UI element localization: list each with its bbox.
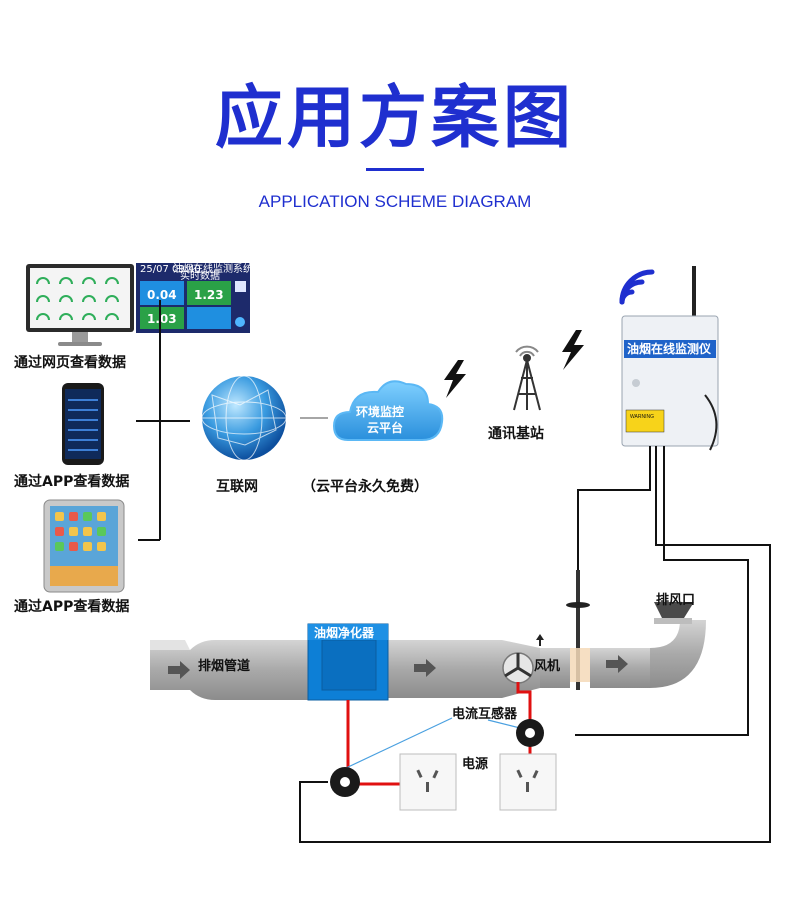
ct-label: 电流互感器 bbox=[452, 706, 518, 722]
power-socket-left bbox=[399, 753, 457, 811]
signal-lightning-icon-2 bbox=[562, 330, 584, 370]
current-transformer-left bbox=[330, 767, 360, 797]
power-label: 电源 bbox=[462, 756, 488, 772]
duct-label: 排烟管道 bbox=[198, 658, 250, 674]
cloud-note: （云平台永久免费） bbox=[302, 478, 428, 495]
base-station-label: 通讯基站 bbox=[488, 425, 544, 442]
screen-gear-icon bbox=[235, 317, 245, 327]
screen-value-1: 0.04 bbox=[147, 288, 177, 302]
current-transformer-right bbox=[516, 719, 544, 747]
cloud-text-line2: 云平台 bbox=[367, 420, 403, 435]
screen-value-3: 1.03 bbox=[147, 312, 177, 326]
monitor-gauges bbox=[36, 277, 119, 321]
power-socket-right bbox=[499, 753, 557, 811]
fan-icon bbox=[502, 652, 534, 684]
monitor-label: 通过网页查看数据 bbox=[14, 354, 126, 371]
screen-logo-icon bbox=[235, 281, 246, 292]
phone-device bbox=[62, 383, 104, 465]
monitor-box-warning: WARNING bbox=[630, 414, 654, 420]
tablet-label: 通过APP查看数据 bbox=[14, 598, 129, 615]
tablet-device bbox=[43, 499, 125, 593]
purifier-label: 油烟净化器 bbox=[314, 625, 375, 640]
device-connector bbox=[136, 300, 190, 541]
internet-label: 互联网 bbox=[216, 479, 258, 495]
base-station-icon bbox=[513, 345, 541, 411]
cloud-platform-icon bbox=[332, 380, 444, 441]
monitor-box-label: 油烟在线监测仪 bbox=[627, 341, 712, 356]
screen-date: 25/07 09:40 bbox=[140, 264, 201, 275]
screen-title: 油烟在线监测系统 bbox=[173, 262, 253, 275]
wifi-icon bbox=[619, 269, 655, 305]
purifier-unit bbox=[307, 623, 389, 701]
screen-subtitle: 实时数据 bbox=[180, 269, 220, 282]
fan-label: 风机 bbox=[534, 658, 560, 674]
phone-label: 通过APP查看数据 bbox=[14, 473, 129, 490]
exhaust-duct bbox=[150, 602, 706, 700]
signal-lightning-icon bbox=[444, 360, 466, 398]
title-divider bbox=[366, 168, 424, 171]
screen-value-2: 1.23 bbox=[194, 288, 224, 302]
page-subtitle: APPLICATION SCHEME DIAGRAM bbox=[258, 192, 532, 211]
signal-wires bbox=[299, 446, 771, 843]
monitor-device bbox=[26, 264, 134, 346]
internet-globe-icon bbox=[201, 375, 287, 461]
flow-arrows bbox=[168, 634, 628, 679]
exhaust-label: 排风口 bbox=[656, 592, 695, 608]
dashboard-screen: 25/07 09:40 油烟在线监测系统 实时数据 0.04 1.23 1.03 bbox=[136, 262, 253, 333]
page-title: 应用方案图 bbox=[214, 79, 575, 158]
monitor-box: 油烟在线监测仪 WARNING bbox=[621, 315, 719, 451]
cloud-text-line1: 环境监控 bbox=[356, 404, 404, 419]
